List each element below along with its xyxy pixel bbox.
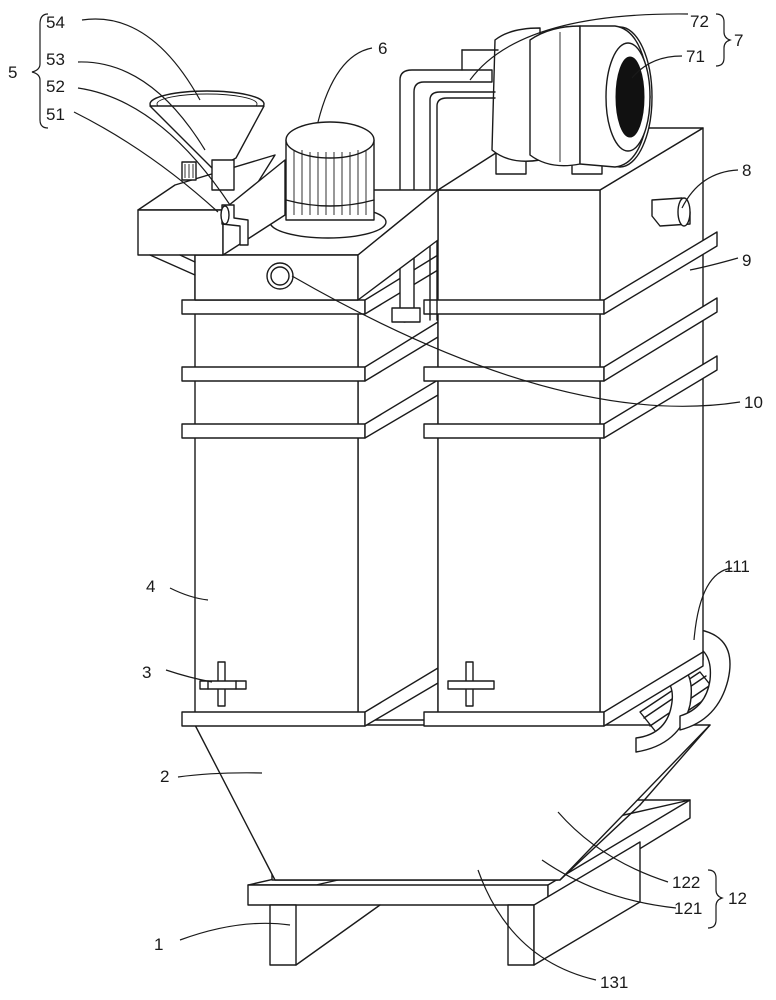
label-12: 12 [728, 889, 747, 908]
right-column [423, 127, 718, 727]
label-51: 51 [46, 105, 65, 124]
label-9: 9 [742, 251, 751, 270]
fan-assembly [491, 25, 653, 175]
label-6: 6 [378, 39, 387, 58]
label-10: 10 [744, 393, 763, 412]
feeder-assembly [137, 90, 286, 276]
connecting-pipe [391, 49, 499, 323]
label-4: 4 [146, 577, 155, 596]
label-2: 2 [160, 767, 169, 786]
label-122: 122 [672, 873, 700, 892]
label-53: 53 [46, 50, 65, 69]
label-3: 3 [142, 663, 151, 682]
label-111: 111 [724, 557, 750, 576]
left-top-box [194, 121, 439, 301]
label-7: 7 [734, 31, 743, 50]
part-labels: 54 53 52 51 5 6 72 71 7 8 9 10 4 3 111 2… [8, 12, 763, 992]
braces [31, 13, 732, 929]
label-5: 5 [8, 63, 17, 82]
label-8: 8 [742, 161, 751, 180]
label-121: 121 [674, 899, 702, 918]
label-71: 71 [686, 47, 705, 66]
label-72: 72 [690, 12, 709, 31]
label-52: 52 [46, 77, 65, 96]
label-1: 1 [154, 935, 163, 954]
label-54: 54 [46, 13, 65, 32]
leader-lines [73, 13, 741, 981]
label-131: 131 [600, 973, 628, 992]
left-column [181, 204, 439, 727]
